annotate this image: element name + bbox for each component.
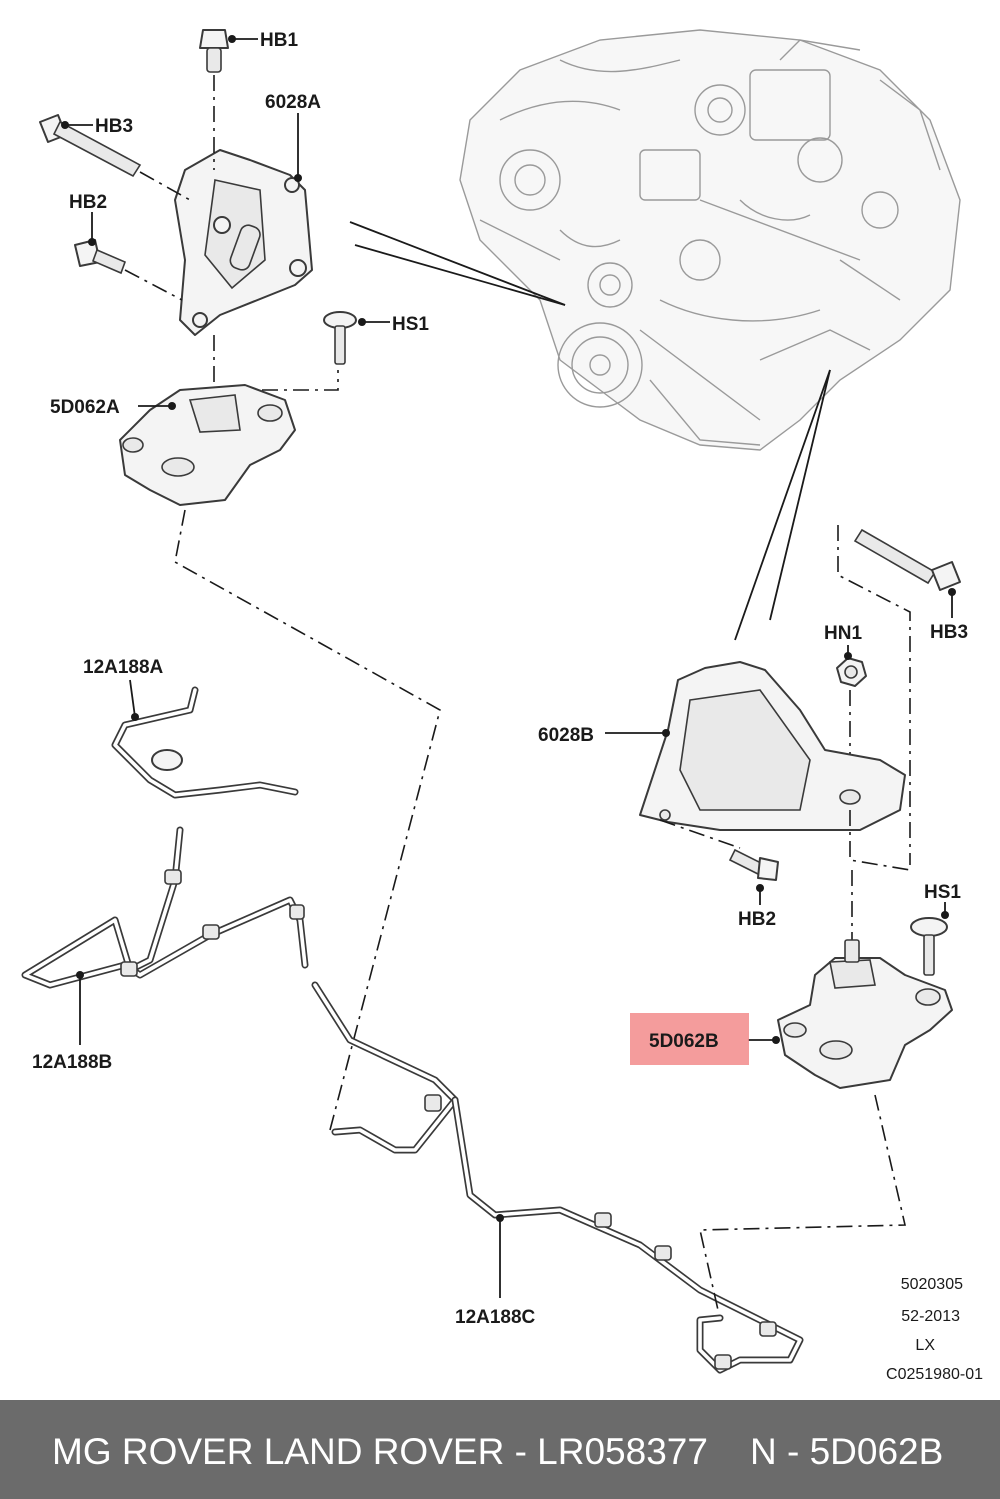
label-12a188b: 12A188B <box>32 1052 112 1073</box>
label-hn1: HN1 <box>824 623 862 644</box>
nut-hn1 <box>836 657 867 687</box>
hose-12a188b <box>21 826 309 989</box>
hose-12a188c <box>311 981 804 1374</box>
footer-reference: N - 5D062B <box>750 1431 944 1472</box>
illustration-code-3: LX <box>915 1337 935 1354</box>
label-6028a: 6028A <box>265 92 321 113</box>
illustration-code-2: 52-2013 <box>901 1308 960 1325</box>
label-hb3-top: HB3 <box>95 116 133 137</box>
illustration-code-4: C0251980-01 <box>886 1366 983 1383</box>
footer-bar: MG ROVER LAND ROVER - LR058377 N - 5D062… <box>0 1400 1000 1499</box>
bracket-6028a <box>174 149 313 336</box>
bracket-6028b <box>639 661 906 831</box>
label-hs1-right: HS1 <box>924 882 961 903</box>
bolt-hb2-right <box>728 848 779 881</box>
stud-hs1-top <box>323 311 357 365</box>
label-12a188a: 12A188A <box>83 657 164 678</box>
parts-diagram: HB1 HB3 HB2 6028A HS1 5D062A 12A188A 12A… <box>21 29 983 1383</box>
illustration-code-1: 5020305 <box>901 1276 963 1293</box>
highlight-box <box>630 1013 749 1065</box>
bolt-hb3-top <box>39 114 142 178</box>
bolt-hb1 <box>199 29 229 73</box>
hose-12a188a <box>111 686 299 799</box>
label-hb3-right: HB3 <box>930 622 968 643</box>
mount-5d062b <box>777 939 953 1089</box>
bolt-hb2-top <box>74 239 127 275</box>
mount-5d062a <box>119 384 296 506</box>
label-5d062b: 5D062B <box>649 1031 719 1052</box>
label-hb1: HB1 <box>260 30 298 51</box>
label-6028b: 6028B <box>538 725 594 746</box>
label-5d062a: 5D062A <box>50 397 120 418</box>
label-hs1-top: HS1 <box>392 314 429 335</box>
label-hb2-right: HB2 <box>738 909 776 930</box>
footer-part-number: MG ROVER LAND ROVER - LR058377 <box>52 1431 708 1472</box>
bolt-hb3-right <box>853 528 961 591</box>
stud-hs1-right <box>910 917 948 976</box>
label-12a188c: 12A188C <box>455 1307 536 1328</box>
label-hb2-top: HB2 <box>69 192 107 213</box>
engine-illustration <box>459 29 961 451</box>
